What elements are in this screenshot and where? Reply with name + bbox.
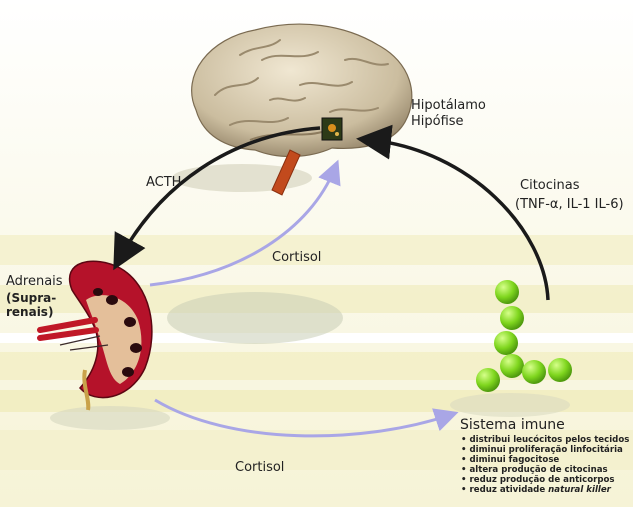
immune-cell <box>500 354 524 378</box>
immune-effects-list: distribui leucócitos pelos tecidos dimin… <box>461 435 629 495</box>
immune-effect-prefix: reduz atividade <box>470 485 546 495</box>
immune-system-label: Sistema imune <box>460 418 565 433</box>
immune-effect-item: reduz atividade natural killer <box>461 485 629 495</box>
immune-cell <box>494 331 518 355</box>
cortisol-upper-label: Cortisol <box>272 250 321 265</box>
adrenals-alt-label-line1: (Supra- <box>6 291 56 305</box>
immune-effect-item: diminui fagocitose <box>461 455 629 465</box>
hypothalamus-label: Hipotálamo <box>411 98 486 113</box>
shadow <box>167 292 343 344</box>
cortisol-lower-label: Cortisol <box>235 460 284 475</box>
kidney-shadow <box>50 406 170 430</box>
immune-cell <box>500 306 524 330</box>
immune-effect-item: reduz produção de anticorpos <box>461 475 629 485</box>
cytokines-list-label: (TNF-α, IL-1 IL-6) <box>515 197 624 212</box>
immune-effect-item: distribui leucócitos pelos tecidos <box>461 435 629 445</box>
adrenals-alt-label-line2: renais) <box>6 305 53 319</box>
pituitary-marker <box>328 124 336 132</box>
pituitary-label: Hipófise <box>411 114 464 129</box>
immune-effect-item: altera produção de citocinas <box>461 465 629 475</box>
immune-cell <box>476 368 500 392</box>
adrenals-label: Adrenais <box>6 274 63 289</box>
immune-effect-italic: natural killer <box>548 485 611 495</box>
acth-label: ACTH <box>146 175 181 190</box>
immune-effect-item: diminui proliferação linfocitária <box>461 445 629 455</box>
immune-cell <box>522 360 546 384</box>
immune-cell <box>495 280 519 304</box>
immune-cell <box>548 358 572 382</box>
cytokines-label: Citocinas <box>520 178 579 193</box>
